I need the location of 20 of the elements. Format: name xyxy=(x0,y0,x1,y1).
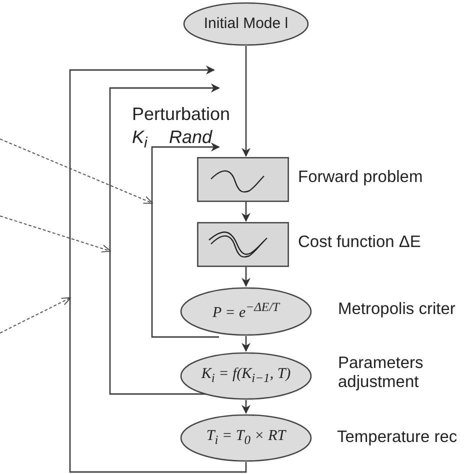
node-label: Initial Mode l xyxy=(204,15,288,33)
step-label: Forward problem xyxy=(298,168,423,187)
arrow xyxy=(242,267,250,287)
formula-text: K$_{i}$ = f(K$_{i−1}$, T) xyxy=(201,366,291,386)
symbol-label: K$_{i}$ xyxy=(132,127,148,152)
step-label: Metropolis criter xyxy=(338,300,456,319)
arrow xyxy=(151,142,220,338)
arrow xyxy=(69,66,247,473)
step-label: Temperature rec xyxy=(337,428,458,447)
arrow xyxy=(242,46,250,157)
formula-text: T$_{i}$ = T$_{0}$ × RT xyxy=(206,428,286,448)
arrow xyxy=(109,84,220,395)
arrow xyxy=(242,400,250,414)
symbol-label: Rand xyxy=(169,127,212,148)
arrow xyxy=(242,202,250,222)
step-label: Parameters adjustment xyxy=(338,354,424,392)
annotation-label: Perturbation xyxy=(132,104,230,125)
arrow xyxy=(242,336,250,352)
step-label: Cost function ΔE xyxy=(298,233,421,252)
formula-text: P = e$^{−ΔE/T}$ xyxy=(212,300,280,323)
